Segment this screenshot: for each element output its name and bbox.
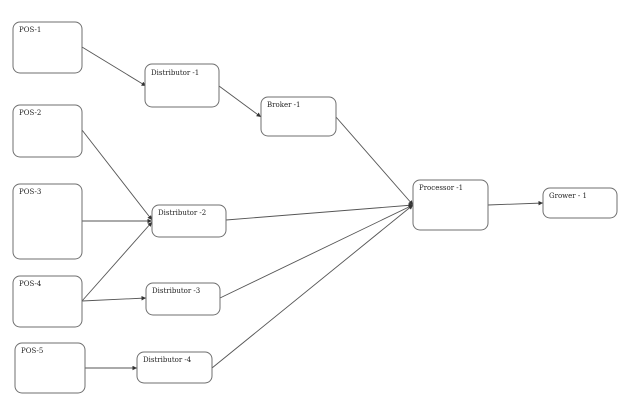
node-pos2[interactable]: POS-2 — [12, 104, 83, 158]
node-distributor4[interactable]: Distributor -4 — [136, 351, 213, 384]
node-distributor3[interactable]: Distributor -3 — [145, 282, 221, 316]
edge-dist3-processor1 — [219, 204, 414, 299]
edge-broker1-processor1 — [335, 116, 414, 206]
node-grower1-label: Grower - 1 — [549, 192, 587, 200]
node-pos1[interactable]: POS-1 — [12, 21, 83, 74]
node-distributor1[interactable]: Distributor -1 — [144, 63, 220, 108]
edge-dist1-broker1 — [218, 85, 262, 118]
edge-pos4-dist3 — [81, 295, 147, 302]
node-pos1-label: POS-1 — [19, 26, 41, 34]
node-distributor4-label: Distributor -4 — [143, 356, 192, 364]
node-distributor2-label: Distributor -2 — [158, 209, 206, 217]
node-pos3-label: POS-3 — [19, 188, 41, 196]
node-distributor3-label: Distributor -3 — [152, 287, 200, 295]
edge-processor1-grower1 — [487, 200, 544, 206]
edge-dist4-processor1 — [211, 204, 414, 369]
node-processor1[interactable]: Processor -1 — [412, 179, 489, 231]
edge-pos2-dist2 — [81, 129, 153, 221]
edge-pos1-dist1 — [81, 46, 147, 87]
node-pos5-label: POS-5 — [21, 347, 43, 355]
node-pos4-label: POS-4 — [19, 280, 42, 288]
node-processor1-label: Processor -1 — [419, 184, 463, 192]
node-grower1[interactable]: Grower - 1 — [542, 187, 618, 219]
edge-dist2-processor1 — [225, 203, 414, 221]
node-pos4[interactable]: POS-4 — [12, 275, 83, 328]
node-pos5[interactable]: POS-5 — [14, 342, 86, 394]
node-pos2-label: POS-2 — [19, 109, 41, 117]
node-distributor2[interactable]: Distributor -2 — [151, 204, 227, 238]
node-pos3[interactable]: POS-3 — [12, 183, 83, 260]
node-broker1[interactable]: Broker -1 — [260, 96, 337, 137]
edge-pos4-dist2 — [81, 221, 153, 302]
node-distributor1-label: Distributor -1 — [151, 69, 199, 77]
edges — [81, 46, 544, 371]
node-broker1-label: Broker -1 — [267, 101, 300, 109]
